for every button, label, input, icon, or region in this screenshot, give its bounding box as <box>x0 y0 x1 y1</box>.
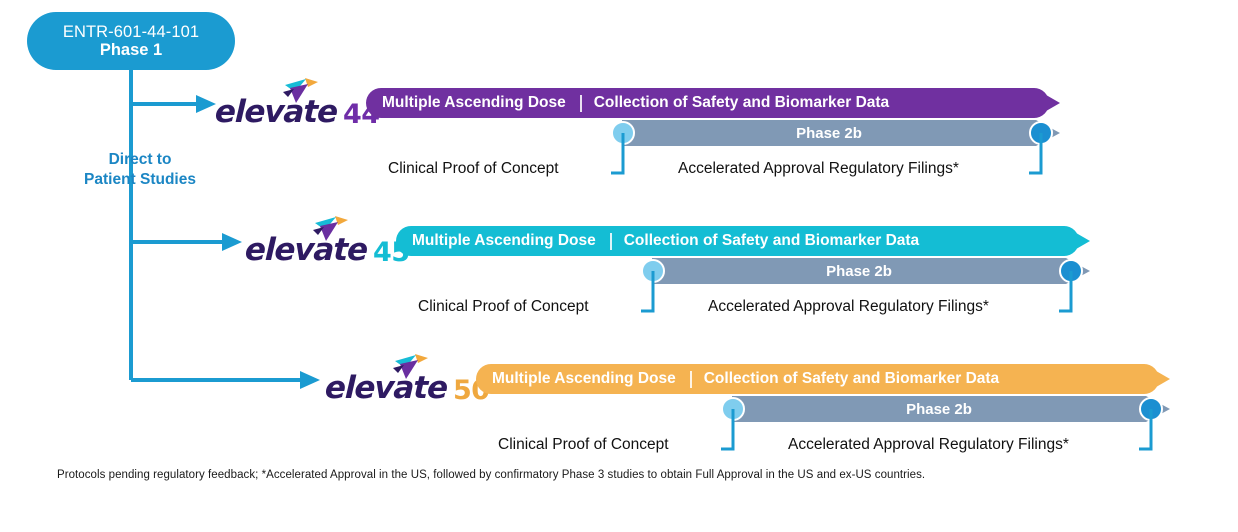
direct-to-patient-studies-label: Direct to Patient Studies <box>60 150 220 190</box>
elevate44-right-elbow <box>1029 133 1043 175</box>
elevate44-bar-arrowhead <box>1034 88 1060 118</box>
dtp-line2: Patient Studies <box>84 170 196 188</box>
elevate50-right-elbow <box>1139 409 1153 451</box>
elevate-bird-icon <box>385 352 429 382</box>
elevate45-phase-label: Phase 2b <box>826 262 892 280</box>
elevate44-main-bar: Multiple Ascending Dose Collection of Sa… <box>366 88 1049 118</box>
bar-divider <box>689 370 692 388</box>
start-node-line2: Phase 1 <box>99 41 163 59</box>
elevate50-segment-mad: Multiple Ascending Dose <box>492 370 676 387</box>
elevate-bird-icon <box>275 76 319 106</box>
elevate45-caption-left: Clinical Proof of Concept <box>418 298 589 315</box>
elevate50-segment-collection: Collection of Safety and Biomarker Data <box>703 370 1000 387</box>
elevate44-phase-label: Phase 2b <box>796 124 862 142</box>
elevate45-bar-arrowhead <box>1064 226 1090 256</box>
elevate50-left-elbow <box>721 409 735 451</box>
elevate45-caption-right: Accelerated Approval Regulatory Filings* <box>708 298 989 315</box>
elevate45-left-elbow <box>641 271 655 313</box>
dtp-line1: Direct to <box>108 151 172 168</box>
elevate44-segment-mad: Multiple Ascending Dose <box>382 94 566 111</box>
elevate45-segment-mad: Multiple Ascending Dose <box>412 232 596 249</box>
elevate45-right-elbow <box>1059 271 1073 313</box>
elevate50-caption-left: Clinical Proof of Concept <box>498 436 669 453</box>
elevate50-phase-label: Phase 2b <box>906 400 972 418</box>
elevate44-logo: elevate 44 <box>214 78 380 130</box>
elevate50-caption-right: Accelerated Approval Regulatory Filings* <box>788 436 1069 453</box>
elevate50-logo: elevate 50 <box>324 354 490 406</box>
elevate45-segment-collection: Collection of Safety and Biomarker Data <box>623 232 920 249</box>
elevate50-main-bar: Multiple Ascending Dose Collection of Sa… <box>476 364 1159 394</box>
elevate44-left-elbow <box>611 133 625 175</box>
bar-divider <box>609 232 612 250</box>
elevate45-logo: elevate 45 <box>244 216 410 268</box>
elevate-bird-icon <box>305 214 349 244</box>
elevate50-phase2b-bar: Phase 2b <box>732 396 1146 422</box>
start-node-entr-601-44-101: ENTR-601-44-101 Phase 1 <box>27 12 235 70</box>
elevate45-main-bar: Multiple Ascending Dose Collection of Sa… <box>396 226 1079 256</box>
bar-divider <box>579 94 582 112</box>
elevate44-caption-left: Clinical Proof of Concept <box>388 160 559 177</box>
elevate50-bar-arrowhead <box>1144 364 1170 394</box>
elevate44-phase2b-bar: Phase 2b <box>622 120 1036 146</box>
footnote-text: Protocols pending regulatory feedback; *… <box>57 469 926 481</box>
start-node-line1: ENTR-601-44-101 <box>62 22 200 41</box>
elevate45-phase2b-bar: Phase 2b <box>652 258 1066 284</box>
elevate44-caption-right: Accelerated Approval Regulatory Filings* <box>678 160 959 177</box>
elevate44-segment-collection: Collection of Safety and Biomarker Data <box>593 94 890 111</box>
